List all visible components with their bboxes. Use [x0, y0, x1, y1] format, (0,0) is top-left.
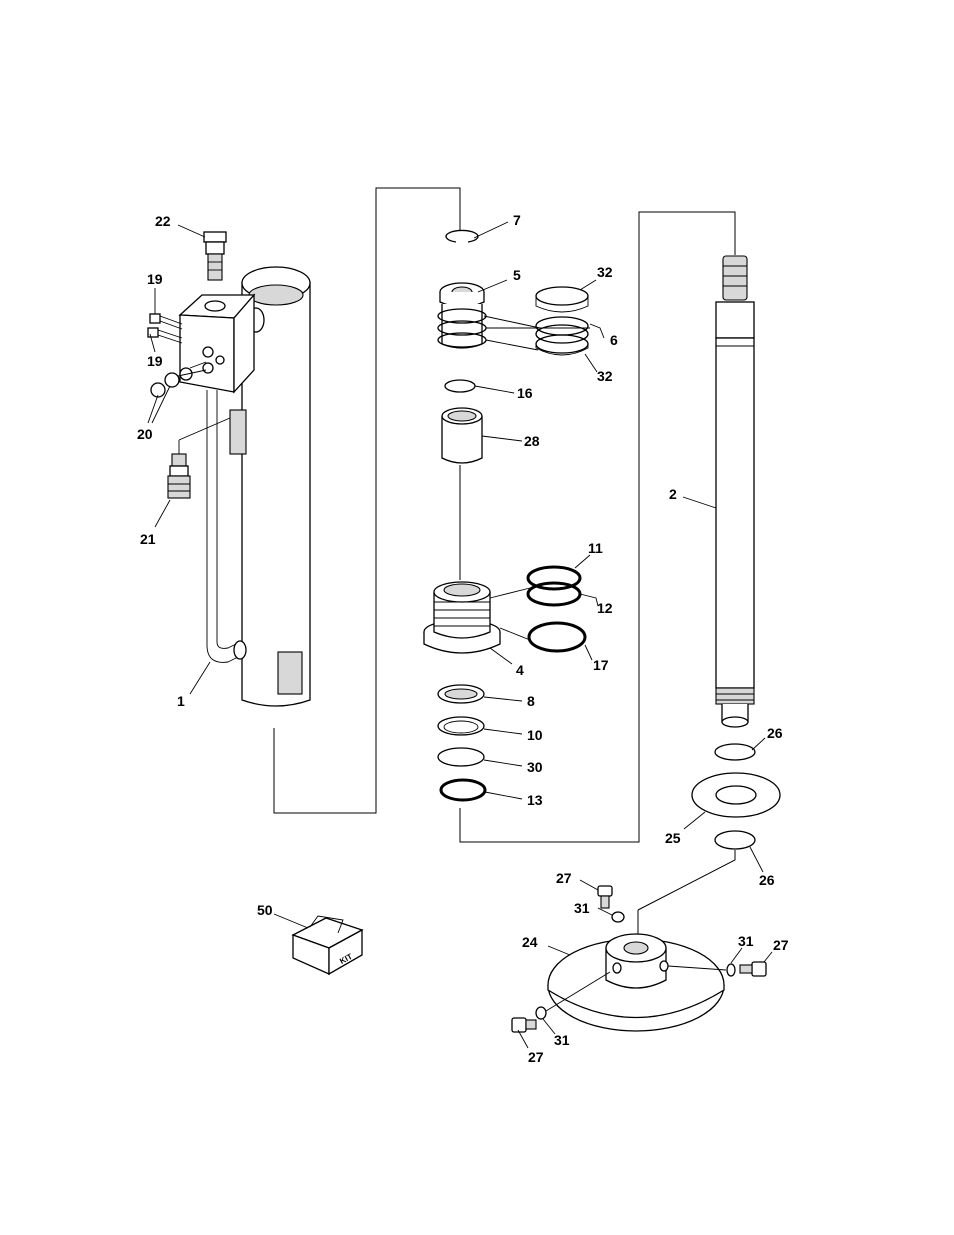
label-19-bottom: 19 — [147, 353, 163, 369]
seal-rings-32-6 — [536, 287, 588, 355]
bushing-28 — [442, 408, 482, 463]
label-27-right: 27 — [773, 937, 789, 953]
retaining-ring-7 — [446, 230, 478, 242]
label-28: 28 — [524, 433, 540, 449]
ring-26-upper — [715, 744, 755, 760]
label-27-top: 27 — [556, 870, 572, 886]
screw-27-left — [512, 1018, 536, 1032]
label-13: 13 — [527, 792, 543, 808]
label-1: 1 — [177, 693, 185, 709]
label-7: 7 — [513, 212, 521, 228]
axis-line-base-link — [638, 850, 735, 910]
label-24: 24 — [522, 934, 538, 950]
ring-30 — [438, 748, 484, 766]
screw-27-right — [740, 962, 766, 976]
label-50: 50 — [257, 902, 273, 918]
piston-5 — [438, 283, 486, 348]
label-2: 2 — [669, 486, 677, 502]
gland-4 — [424, 582, 500, 653]
label-31-top: 31 — [574, 900, 590, 916]
label-5: 5 — [513, 267, 521, 283]
piston-rod-2 — [716, 256, 754, 727]
label-6: 6 — [610, 332, 618, 348]
label-26-top: 26 — [767, 725, 783, 741]
o-ring-16 — [445, 380, 475, 392]
screw-27-top — [598, 886, 612, 908]
label-27-left: 27 — [528, 1049, 544, 1065]
label-32-bottom: 32 — [597, 368, 613, 384]
o-ring-12 — [528, 583, 580, 605]
wiper-8 — [438, 685, 484, 703]
kit-box-50: KIT — [293, 916, 362, 974]
washer-31-top — [612, 912, 624, 922]
label-30: 30 — [527, 759, 543, 775]
label-31-left: 31 — [554, 1032, 570, 1048]
snap-ring-13 — [441, 780, 485, 800]
label-17: 17 — [593, 657, 609, 673]
washer-31-right — [727, 964, 735, 976]
ring-26-lower — [715, 831, 755, 849]
label-19-top: 19 — [147, 271, 163, 287]
label-8: 8 — [527, 693, 535, 709]
label-4: 4 — [516, 662, 524, 678]
label-31-right: 31 — [738, 933, 754, 949]
washer-31-left — [536, 1007, 546, 1019]
screws-19 — [148, 314, 182, 343]
label-16: 16 — [517, 385, 533, 401]
label-21: 21 — [140, 531, 156, 547]
label-32-top: 32 — [597, 264, 613, 280]
fitting-21 — [168, 418, 230, 498]
label-20: 20 — [137, 426, 153, 442]
base-plate-24 — [548, 934, 724, 1031]
label-12: 12 — [597, 600, 613, 616]
o-ring-17 — [529, 623, 585, 651]
label-22: 22 — [155, 213, 171, 229]
connector-line-right — [460, 212, 735, 842]
label-11: 11 — [588, 540, 603, 556]
fitting-22 — [204, 232, 226, 280]
label-25: 25 — [665, 830, 681, 846]
label-26-bottom: 26 — [759, 872, 775, 888]
ring-10 — [438, 717, 484, 735]
washer-25 — [692, 773, 780, 817]
label-10: 10 — [527, 727, 543, 743]
